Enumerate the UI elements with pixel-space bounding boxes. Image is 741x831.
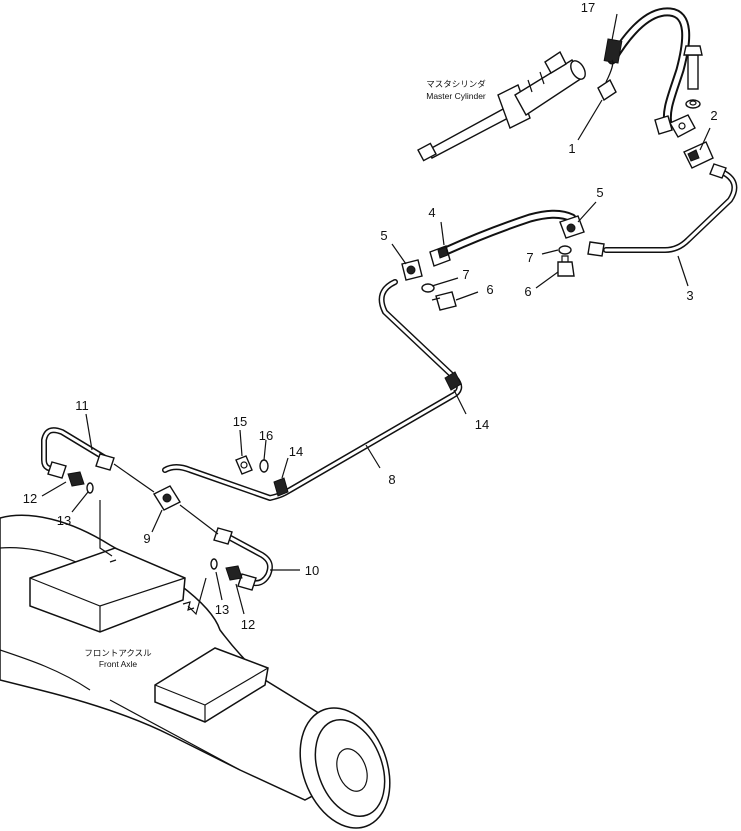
callout-10: 10 [305, 563, 319, 578]
callout-1: 1 [568, 141, 575, 156]
callout-13-left: 13 [57, 513, 71, 528]
tee-joint-9 [152, 485, 182, 511]
bracket-hardware [654, 45, 703, 138]
callout-2: 2 [710, 108, 717, 123]
washer-7-left [421, 283, 435, 293]
callout-14-left: 14 [289, 444, 303, 459]
connector-12-left [67, 471, 85, 487]
brake-tube-8 [162, 279, 463, 501]
callout-5-right: 5 [596, 185, 603, 200]
leader-lines [41, 13, 711, 615]
washer-13-left [86, 482, 94, 494]
callout-12-left: 12 [23, 491, 37, 506]
bolt-15 [235, 455, 253, 475]
washer-16 [259, 459, 269, 473]
front-axle-label-en: Front Axle [99, 659, 138, 669]
callout-15: 15 [233, 414, 247, 429]
callout-6-left: 6 [486, 282, 493, 297]
callout-16: 16 [259, 428, 273, 443]
callout-7-right: 7 [526, 250, 533, 265]
washer-13-right [210, 558, 218, 570]
connector-12-right [225, 565, 243, 581]
bolt-6-right [557, 255, 575, 277]
callout-8: 8 [388, 472, 395, 487]
bolt-6-left [431, 291, 457, 311]
master-cylinder-label-jp: マスタシリンダ [426, 79, 486, 89]
master-cylinder: マスタシリンダ Master Cylinder [417, 50, 586, 162]
callout-13-right: 13 [215, 602, 229, 617]
brake-hose-17 [597, 7, 691, 130]
master-cylinder-label-en: Master Cylinder [426, 91, 486, 101]
callout-11: 11 [75, 398, 89, 413]
brake-hose-4 [429, 209, 577, 267]
callout-14-right: 14 [475, 417, 489, 432]
front-axle: フロントアクスル Front Axle [0, 514, 391, 829]
callout-9: 9 [143, 531, 150, 546]
callout-numbers: 1 2 3 4 5 5 6 6 7 7 8 9 10 11 12 12 13 1… [23, 0, 718, 632]
brake-tube-3 [587, 163, 738, 257]
brake-tube-10 [179, 504, 273, 591]
callout-4: 4 [428, 205, 435, 220]
brake-tube-11 [41, 427, 155, 493]
callout-17: 17 [581, 0, 595, 15]
joint-5-left [401, 259, 423, 281]
callout-6-right: 6 [524, 284, 531, 299]
callout-5-left: 5 [380, 228, 387, 243]
callout-3: 3 [686, 288, 693, 303]
bracket-2 [683, 141, 714, 169]
callout-7-left: 7 [462, 267, 469, 282]
front-axle-label-jp: フロントアクスル [84, 648, 152, 658]
washer-7-right [558, 245, 572, 255]
callout-12-right: 12 [241, 617, 255, 632]
